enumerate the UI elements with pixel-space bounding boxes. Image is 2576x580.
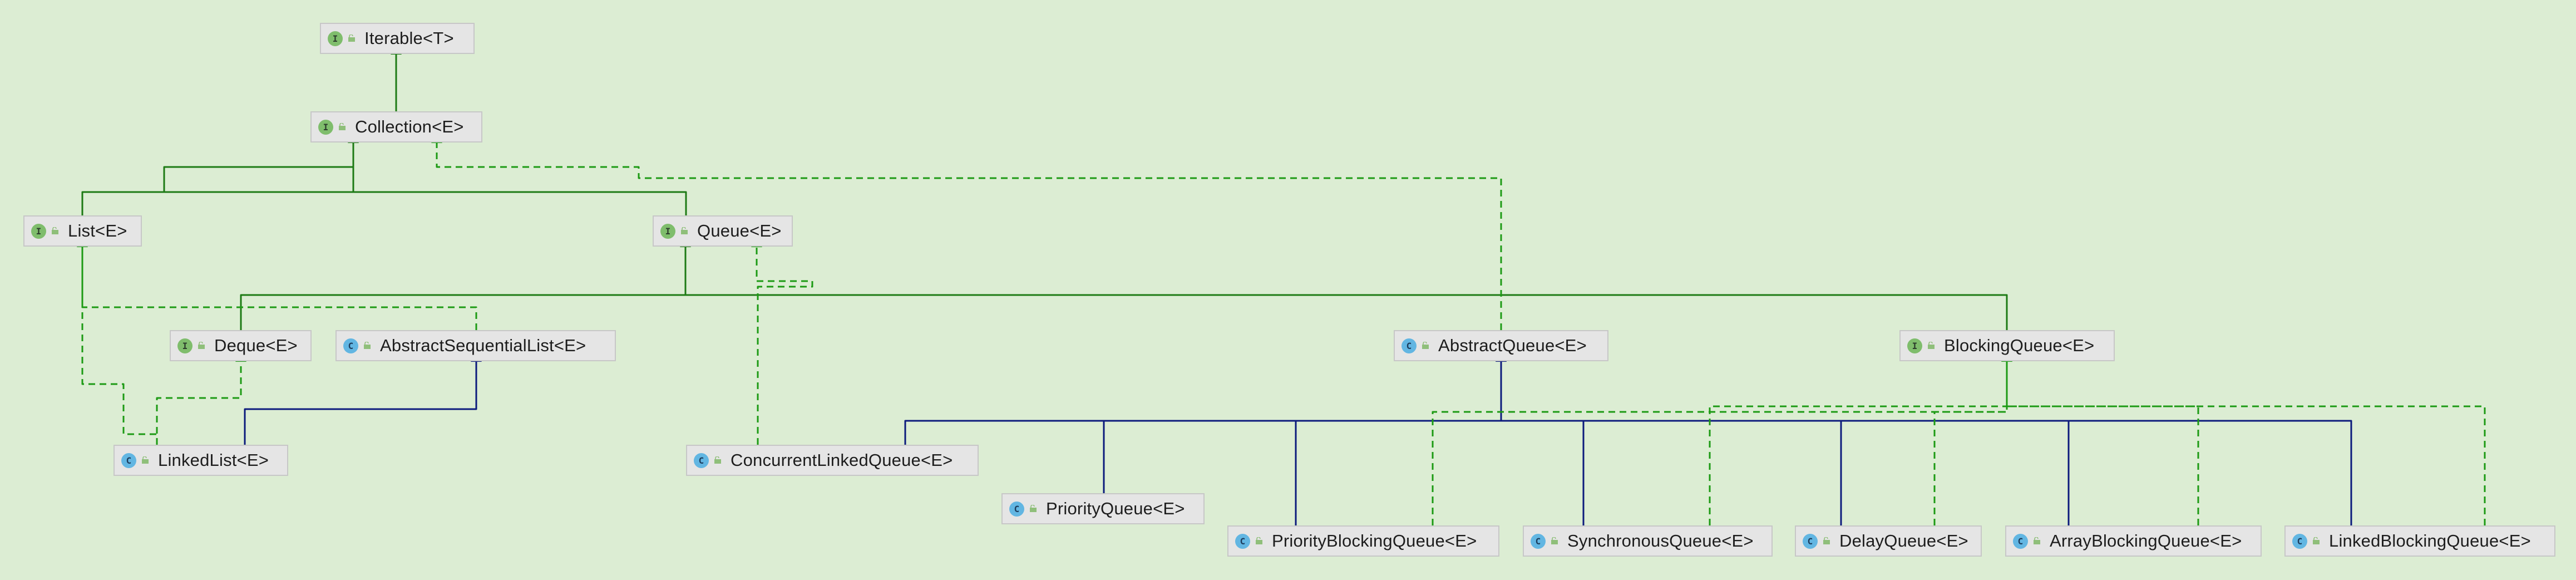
class-icon: C <box>121 453 136 468</box>
class-node-label: Collection<E> <box>355 117 464 136</box>
public-visibility-icon <box>1823 537 1830 544</box>
edge-delayqueue-to-abstractqueue <box>1496 352 1842 525</box>
public-visibility-icon <box>198 342 205 349</box>
class-icon: C <box>1235 533 1250 549</box>
class-node-label: LinkedBlockingQueue<E> <box>2329 531 2531 550</box>
public-visibility-icon <box>1030 505 1037 512</box>
public-visibility-icon <box>714 456 721 464</box>
class-node-label: AbstractSequentialList<E> <box>380 336 586 355</box>
interface-icon: I <box>177 338 193 353</box>
public-visibility-icon <box>1256 537 1262 544</box>
class-node-label: Iterable<T> <box>364 28 454 48</box>
edge-priorityblockingqueue-to-abstractqueue <box>1295 352 1507 525</box>
public-visibility-icon <box>348 35 355 42</box>
edge-arrayblockingqueue-to-abstractqueue <box>1496 352 2070 525</box>
edge-queue-to-collection <box>163 133 687 215</box>
edge-linkedlist-to-list <box>77 237 158 445</box>
class-node-label: AbstractQueue<E> <box>1438 336 1587 355</box>
class-node-label: PriorityQueue<E> <box>1046 499 1185 518</box>
interface-icon: I <box>31 223 46 239</box>
public-visibility-icon <box>142 456 149 464</box>
class-node-linkedblockingqueue[interactable]: C LinkedBlockingQueue<E> <box>2284 525 2555 557</box>
class-node-linkedlist[interactable]: C LinkedList<E> <box>113 445 288 476</box>
class-node-label: LinkedList<E> <box>158 450 269 470</box>
class-node-label: SynchronousQueue<E> <box>1567 531 1754 550</box>
class-node-abstractsequentiallist[interactable]: C AbstractSequentialList<E> <box>335 330 616 361</box>
class-node-synchronousqueue[interactable]: C SynchronousQueue<E> <box>1523 525 1773 557</box>
class-icon: C <box>694 453 709 468</box>
edge-list-to-collection <box>81 133 359 215</box>
class-node-iterable[interactable]: I Iterable<T> <box>320 23 475 54</box>
edge-priorityblockingqueue-to-blockingqueue <box>1432 352 2012 525</box>
abstract-class-icon: C <box>1401 338 1417 353</box>
edge-deque-to-queue <box>240 237 691 330</box>
public-visibility-icon <box>1928 342 1935 349</box>
edge-linkedlist-to-abstractsequentiallist <box>244 352 482 445</box>
class-node-label: PriorityBlockingQueue<E> <box>1272 531 1477 550</box>
class-node-priorityqueue[interactable]: C PriorityQueue<E> <box>1001 493 1205 524</box>
class-node-label: ConcurrentLinkedQueue<E> <box>731 450 953 470</box>
public-visibility-icon <box>52 227 58 234</box>
class-node-label: DelayQueue<E> <box>1839 531 1968 550</box>
interface-icon: I <box>328 31 343 46</box>
interface-icon: I <box>660 223 675 239</box>
edge-delayqueue-to-blockingqueue <box>1933 352 2012 525</box>
class-node-blockingqueue[interactable]: I BlockingQueue<E> <box>1899 330 2115 361</box>
class-node-collection[interactable]: I Collection<E> <box>310 111 482 142</box>
class-node-abstractqueue[interactable]: C AbstractQueue<E> <box>1394 330 1608 361</box>
interface-icon: I <box>318 119 333 135</box>
class-node-list[interactable]: I List<E> <box>23 215 142 247</box>
edge-linkedblockingqueue-to-abstractqueue <box>1496 352 2352 525</box>
interface-icon: I <box>1907 338 1922 353</box>
edge-priorityqueue-to-abstractqueue <box>1103 352 1507 493</box>
class-icon: C <box>1803 533 1818 549</box>
class-icon: C <box>1531 533 1546 549</box>
class-node-label: Deque<E> <box>214 336 298 355</box>
class-icon: C <box>2013 533 2028 549</box>
edge-concurrentlinkedqueue-to-abstractqueue <box>904 352 1507 445</box>
class-node-priorityblockingqueue[interactable]: C PriorityBlockingQueue<E> <box>1227 525 1499 557</box>
public-visibility-icon <box>1551 537 1558 544</box>
class-node-label: Queue<E> <box>697 221 782 240</box>
edge-abstractsequentiallist-to-list <box>77 237 477 330</box>
public-visibility-icon <box>1422 342 1429 349</box>
edge-synchronousqueue-to-abstractqueue <box>1496 352 1585 525</box>
class-node-queue[interactable]: I Queue<E> <box>653 215 793 247</box>
public-visibility-icon <box>339 123 346 130</box>
public-visibility-icon <box>364 342 371 349</box>
edge-arrayblockingqueue-to-blockingqueue <box>2001 352 2199 525</box>
class-node-label: BlockingQueue<E> <box>1944 336 2095 355</box>
class-node-concurrentlinkedqueue[interactable]: C ConcurrentLinkedQueue<E> <box>686 445 979 476</box>
public-visibility-icon <box>2034 537 2040 544</box>
class-node-label: List<E> <box>68 221 127 240</box>
edge-abstractqueue-to-collection <box>431 133 1502 330</box>
edge-linkedlist-to-deque <box>156 352 246 445</box>
edge-synchronousqueue-to-blockingqueue <box>1709 352 2012 525</box>
public-visibility-icon <box>2313 537 2320 544</box>
class-node-deque[interactable]: I Deque<E> <box>170 330 312 361</box>
edge-concurrentlinkedqueue-to-queue <box>751 237 813 445</box>
edge-blockingqueue-to-queue <box>680 237 2008 330</box>
class-node-label: ArrayBlockingQueue<E> <box>2050 531 2242 550</box>
edge-linkedblockingqueue-to-blockingqueue <box>2001 352 2486 525</box>
public-visibility-icon <box>681 227 688 234</box>
abstract-class-icon: C <box>343 338 358 353</box>
class-icon: C <box>2292 533 2307 549</box>
class-node-arrayblockingqueue[interactable]: C ArrayBlockingQueue<E> <box>2005 525 2262 557</box>
class-node-delayqueue[interactable]: C DelayQueue<E> <box>1795 525 1982 557</box>
class-icon: C <box>1009 501 1024 517</box>
